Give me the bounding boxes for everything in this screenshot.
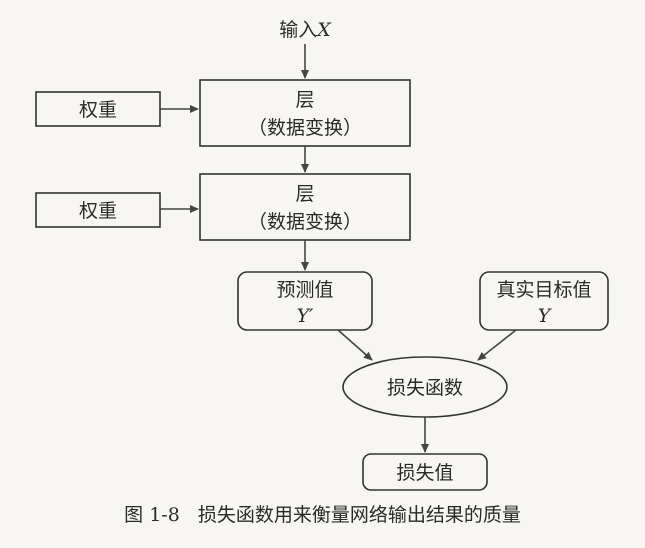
figure-number: 图 1-8 <box>124 504 180 526</box>
loss-value-label: 损失值 <box>396 462 453 484</box>
true-target-label: 真实目标值 <box>496 279 591 301</box>
true-target-variable: Y <box>538 305 553 327</box>
loss-function-label: 损失函数 <box>387 377 463 399</box>
weights-1-box: 权重 <box>35 91 161 127</box>
prediction-variable: Y′ <box>297 305 315 327</box>
layer-1-subtitle: （数据变换） <box>248 117 362 139</box>
layer-1-title: 层 <box>295 89 314 111</box>
layer-2-box: 层 （数据变换） <box>199 173 411 241</box>
layer-2-title: 层 <box>295 183 314 205</box>
figure-caption: 图 1-8 损失函数用来衡量网络输出结果的质量 <box>0 500 645 527</box>
prediction-box: 预测值 Y′ <box>237 271 373 331</box>
loss-value-box: 损失值 <box>362 453 488 491</box>
weights-2-label: 权重 <box>79 200 117 222</box>
loss-function-ellipse: 损失函数 <box>342 356 508 418</box>
prediction-label: 预测值 <box>276 279 333 301</box>
input-label: 输入X <box>279 19 332 41</box>
weights-2-box: 权重 <box>35 192 161 228</box>
figure-caption-text: 损失函数用来衡量网络输出结果的质量 <box>197 504 521 526</box>
weights-1-label: 权重 <box>79 99 117 121</box>
target-to-loss-arrow <box>477 329 517 361</box>
input-variable: X <box>315 19 332 41</box>
layer-1-box: 层 （数据变换） <box>199 79 411 147</box>
prediction-to-loss-arrow <box>337 329 373 361</box>
layer-2-subtitle: （数据变换） <box>248 211 362 233</box>
true-target-box: 真实目标值 Y <box>479 271 609 331</box>
